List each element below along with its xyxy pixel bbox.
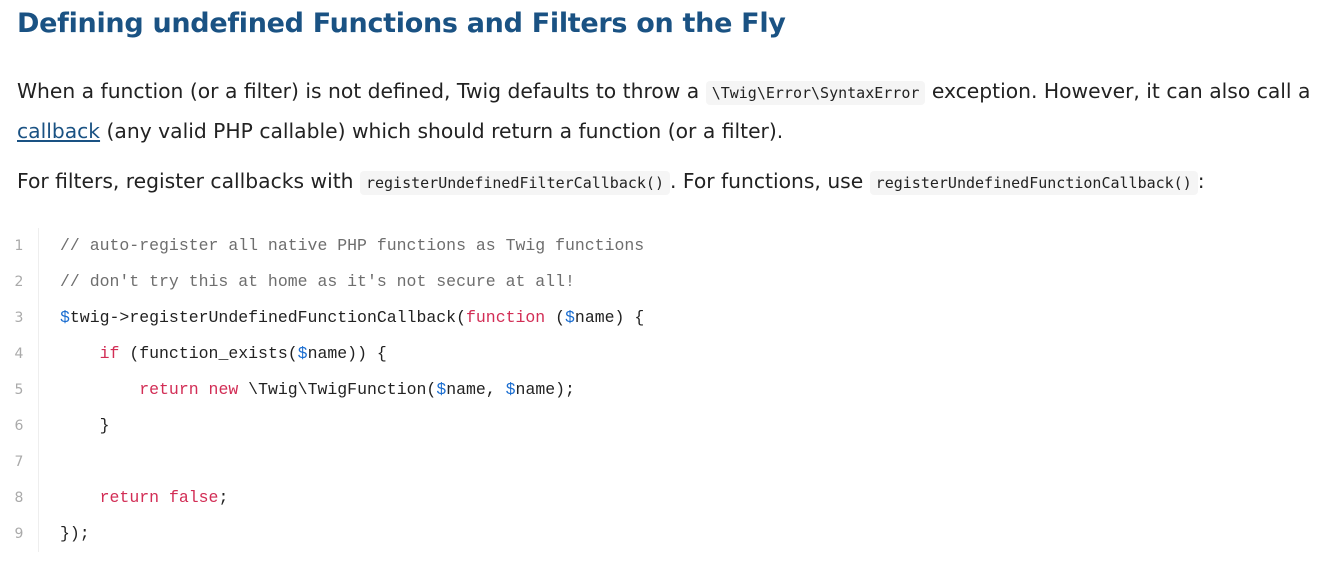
code-line: } — [60, 408, 644, 444]
code-token: $ — [297, 344, 308, 363]
text: . For functions, use — [669, 169, 870, 193]
text: : — [1197, 169, 1205, 193]
code-token: }); — [60, 524, 90, 543]
code-token: $ — [436, 380, 447, 399]
code-line: return new \Twig\TwigFunction($name, $na… — [60, 372, 644, 408]
code-line: $twig->registerUndefinedFunctionCallback… — [60, 300, 644, 336]
line-number: 9 — [14, 526, 24, 542]
line-number: 5 — [14, 382, 24, 398]
intro-paragraph: When a function (or a filter) is not def… — [17, 72, 1317, 150]
code-token: name) { — [574, 308, 645, 327]
code-token: new — [208, 380, 239, 399]
code-token: (function_exists( — [119, 344, 298, 363]
code-line: // auto-register all native PHP function… — [60, 228, 644, 264]
text: When a function (or a filter) is not def… — [17, 79, 706, 103]
code-token — [60, 380, 139, 399]
code-line: return false; — [60, 480, 644, 516]
line-number: 2 — [14, 274, 24, 290]
line-number: 6 — [14, 418, 24, 434]
code-token: \Twig\TwigFunction( — [238, 380, 437, 399]
section-heading: Defining undefined Functions and Filters… — [17, 8, 786, 39]
code-token: $ — [565, 308, 575, 327]
text: exception. However, it can also call a — [925, 79, 1311, 103]
code-token: twig->registerUndefinedFunctionCallback( — [69, 308, 466, 327]
inline-code-function-callback: registerUndefinedFunctionCallback() — [869, 171, 1198, 195]
code-token: false — [168, 488, 219, 507]
code-token: $ — [60, 308, 70, 327]
code-lines: // auto-register all native PHP function… — [60, 228, 644, 552]
code-line: if (function_exists($name)) { — [60, 336, 644, 372]
code-token — [60, 488, 100, 507]
line-numbers: 1 2 3 4 5 6 7 8 9 — [0, 228, 39, 552]
line-number: 4 — [14, 346, 24, 362]
code-token: name, — [446, 380, 506, 399]
register-paragraph: For filters, register callbacks with reg… — [17, 162, 1317, 202]
code-token: return — [139, 380, 199, 399]
line-number: 8 — [14, 490, 24, 506]
code-token — [60, 344, 100, 363]
code-token: // don't try this at home as it's not se… — [60, 272, 575, 291]
code-token: if — [99, 344, 120, 363]
line-number: 1 — [14, 238, 24, 254]
text: (any valid PHP callable) which should re… — [100, 119, 784, 143]
code-token: } — [60, 416, 110, 435]
code-token: name)) { — [307, 344, 387, 363]
code-token: ( — [545, 308, 566, 327]
callback-link[interactable]: callback — [17, 119, 101, 143]
code-token: return — [99, 488, 160, 507]
code-token — [159, 488, 169, 507]
code-token: $ — [505, 380, 516, 399]
code-token: // auto-register all native PHP function… — [60, 236, 645, 255]
code-line — [60, 444, 644, 480]
code-token: function — [465, 308, 546, 327]
inline-code-syntax-error: \Twig\Error\SyntaxError — [705, 81, 926, 105]
code-line: // don't try this at home as it's not se… — [60, 264, 644, 300]
code-token: ; — [218, 488, 229, 507]
line-number: 3 — [14, 310, 24, 326]
inline-code-filter-callback: registerUndefinedFilterCallback() — [359, 171, 670, 195]
code-line: }); — [60, 516, 644, 552]
code-token — [199, 380, 209, 399]
line-number: 7 — [14, 454, 24, 470]
code-token: name); — [515, 380, 575, 399]
text: For filters, register callbacks with — [17, 169, 360, 193]
